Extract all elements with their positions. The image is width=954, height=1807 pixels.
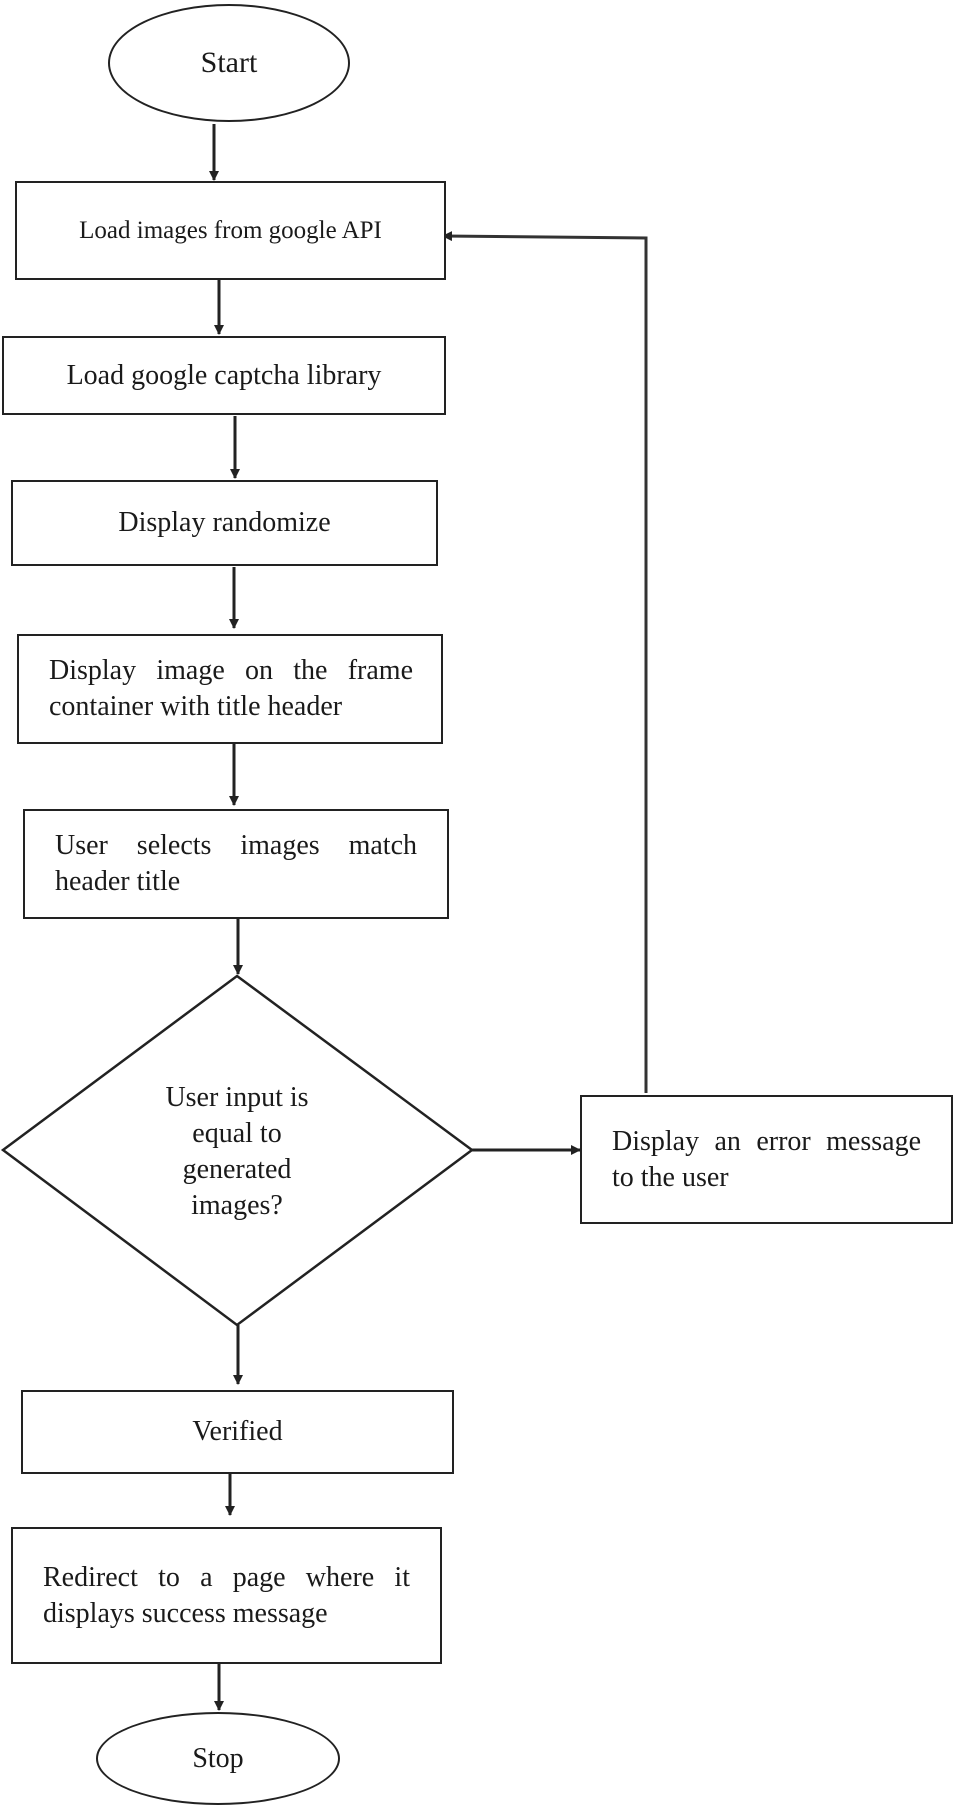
load-library-label: Load google captcha library bbox=[66, 359, 382, 391]
user-selects-node: User selects images match header title bbox=[23, 809, 449, 919]
stop-node: Stop bbox=[96, 1712, 340, 1805]
load-library-node: Load google captcha library bbox=[2, 336, 446, 415]
start-label: Start bbox=[200, 46, 258, 79]
verified-node: Verified bbox=[21, 1390, 454, 1474]
redirect-label: Redirect to a page where it displays suc… bbox=[43, 1561, 410, 1629]
load-images-node: Load images from google API bbox=[15, 181, 446, 280]
error-label: Display an error message to the user bbox=[612, 1125, 921, 1193]
stop-label: Stop bbox=[192, 1742, 244, 1774]
decision-label: User input is equal to generated images? bbox=[165, 1082, 309, 1221]
error-node: Display an error message to the user bbox=[580, 1095, 953, 1224]
load-images-label: Load images from google API bbox=[79, 216, 382, 244]
display-randomize-label: Display randomize bbox=[118, 507, 331, 538]
decision-node: User input is equal to generated images? bbox=[137, 1077, 337, 1227]
user-selects-label: User selects images match header title bbox=[55, 830, 417, 897]
redirect-node: Redirect to a page where it displays suc… bbox=[11, 1527, 442, 1664]
arrow-error-loop-back bbox=[442, 231, 648, 1093]
display-randomize-node: Display randomize bbox=[11, 480, 438, 566]
start-node: Start bbox=[108, 4, 350, 122]
display-image-label: Display image on the frame container wit… bbox=[49, 655, 413, 722]
display-image-node: Display image on the frame container wit… bbox=[17, 634, 443, 744]
verified-label: Verified bbox=[192, 1416, 283, 1447]
